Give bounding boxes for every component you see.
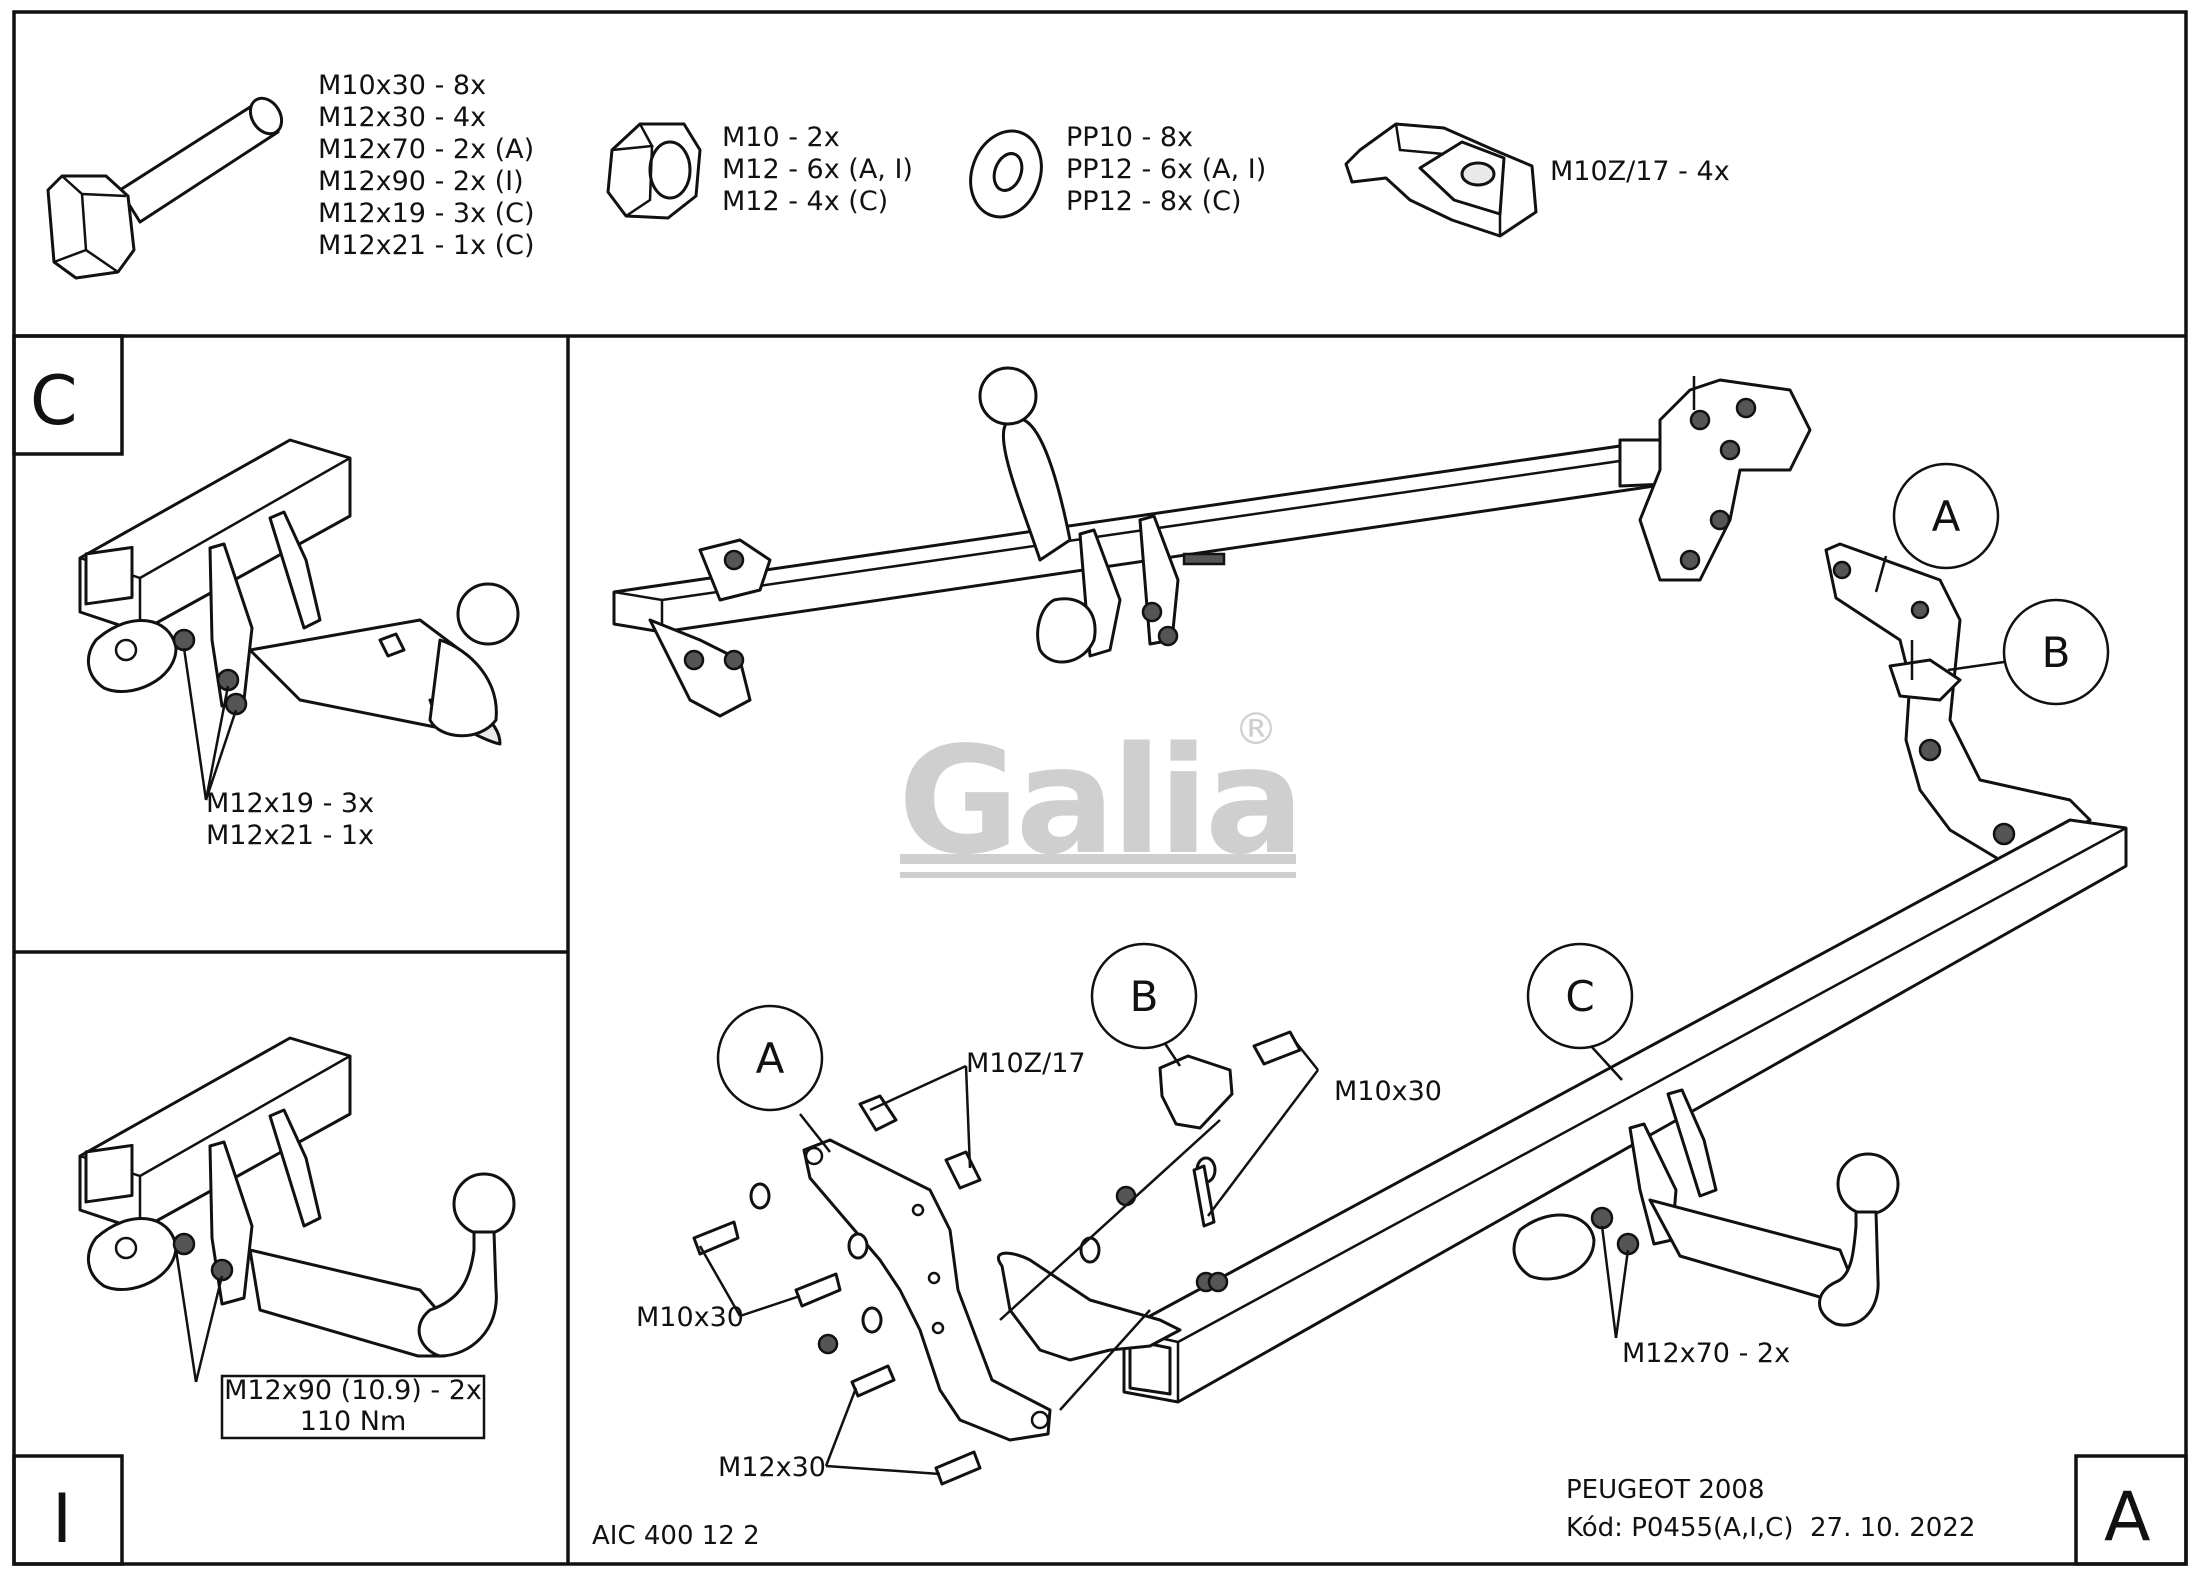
torque-callout-box — [220, 1374, 486, 1440]
exploded-crossbar — [997, 818, 2128, 1404]
callout-b-top-label: B — [2042, 628, 2071, 677]
callout-m10z17: M10Z/17 — [966, 1048, 1086, 1079]
registered-mark: ® — [1234, 704, 1278, 755]
panel-c-callout-line-1: M12x21 - 1x — [206, 820, 374, 851]
callout-leaders — [698, 555, 2005, 1476]
washer-spec-1: PP12 - 6x (A, I) — [1066, 154, 1266, 185]
callout-a-top-label: A — [1932, 492, 1961, 541]
side-bracket-right — [1824, 542, 2092, 862]
bolt-spec-4: M12x19 - 3x (C) — [318, 198, 535, 229]
bolt-spec-2: M12x70 - 2x (A) — [318, 134, 534, 165]
panel-i-callout-line-1: 110 Nm — [300, 1406, 407, 1437]
panel-c-callout-leaders — [182, 647, 238, 801]
galia-logo-underline — [900, 854, 1296, 864]
callout-c-mid-label: C — [1565, 972, 1594, 1021]
callout-circle-c-mid: C — [1526, 942, 1634, 1050]
panel-i-callout-line-0: M12x90 (10.9) - 2x — [224, 1375, 482, 1406]
callout-circle-b-mid: B — [1090, 942, 1198, 1050]
callout-m12x30: M12x30 — [718, 1452, 826, 1483]
panel-i-callout-leaders — [174, 1249, 224, 1383]
galia-logo-underline-2 — [900, 872, 1296, 878]
callout-circle-b-top: B — [2002, 598, 2110, 706]
panel-c-hitch-detail — [78, 438, 520, 746]
washer-icon — [969, 129, 1043, 219]
callout-circle-a-mid: A — [716, 1004, 824, 1112]
panel-i-hitch-detail — [78, 1036, 516, 1358]
bolt-spec-5: M12x21 - 1x (C) — [318, 230, 535, 261]
panel-a-letter: A — [2104, 1478, 2151, 1557]
nut-icon — [606, 122, 702, 220]
bolt-spec-0: M10x30 - 8x — [318, 70, 486, 101]
callout-circle-a-top: A — [1892, 462, 2000, 570]
nut-spec-0: M10 - 2x — [722, 122, 840, 153]
bolt-spec-1: M12x30 - 4x — [318, 102, 486, 133]
drawing-frame — [12, 10, 2188, 1566]
panel-c-callout-line-0: M12x19 - 3x — [206, 788, 374, 819]
callout-a-mid-label: A — [756, 1034, 785, 1083]
washer-spec-2: PP12 - 8x (C) — [1066, 186, 1242, 217]
callout-m10x30-right: M10x30 — [1334, 1076, 1442, 1107]
panel-c-letter: C — [30, 362, 77, 441]
callout-b-mid-label: B — [1130, 972, 1159, 1021]
assembled-crossbar — [612, 366, 1812, 718]
bolt-icon — [46, 96, 284, 280]
callout-m10x30-left: M10x30 — [636, 1302, 744, 1333]
callout-m12x70: M12x70 - 2x — [1622, 1338, 1790, 1369]
product-code-date: Kód: P0455(A,I,C) 27. 10. 2022 — [1566, 1513, 1975, 1543]
vehicle-name: PEUGEOT 2008 — [1566, 1475, 1765, 1505]
exploded-side-bracket — [692, 1030, 1302, 1486]
cage-nut-icon — [1344, 122, 1538, 238]
panel-i-letter: I — [52, 1480, 72, 1559]
drawing-code: AIC 400 12 2 — [592, 1521, 760, 1551]
nut-spec-2: M12 - 4x (C) — [722, 186, 888, 217]
cage-nut-spec: M10Z/17 - 4x — [1550, 156, 1730, 187]
nut-spec-1: M12 - 6x (A, I) — [722, 154, 913, 185]
bolt-spec-3: M12x90 - 2x (I) — [318, 166, 524, 197]
washer-spec-0: PP10 - 8x — [1066, 122, 1193, 153]
